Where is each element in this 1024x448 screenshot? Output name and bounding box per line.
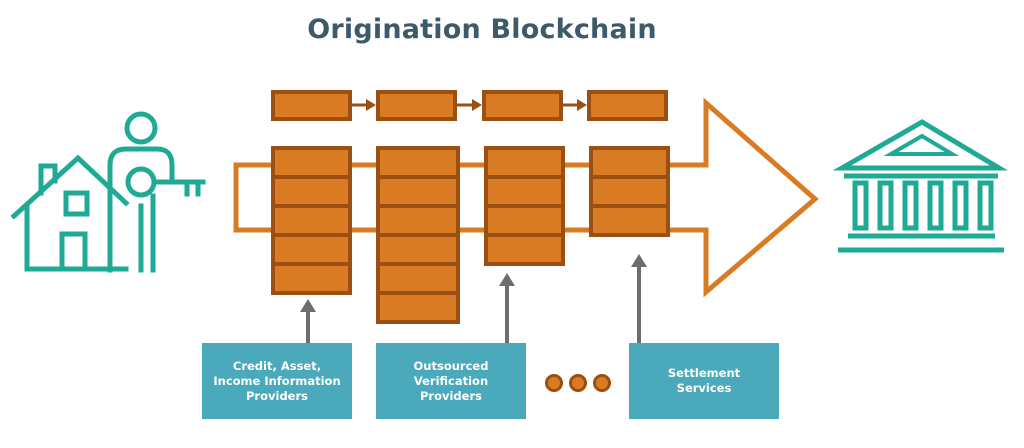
bank-building-icon <box>832 119 1009 253</box>
connector-arrow-2 <box>499 273 515 343</box>
connector-arrow-3 <box>631 254 647 343</box>
homeowner-with-key-icon <box>10 111 206 273</box>
chain-link-arrow <box>457 99 482 111</box>
provider-credit-asset-income: Credit, Asset, Income Information Provid… <box>202 343 352 419</box>
top-block-chain <box>271 90 668 121</box>
connector-arrow-1 <box>300 299 316 343</box>
ellipsis-dots-icon <box>545 374 611 392</box>
diagram-title: Origination Blockchain <box>307 14 657 45</box>
top-block <box>376 90 457 121</box>
chain-link-arrow <box>563 99 587 111</box>
block-stack-3 <box>484 146 565 266</box>
block-stack-1 <box>271 146 352 295</box>
provider-settlement-services: Settlement Services <box>629 343 779 419</box>
block-stack-2 <box>376 146 460 324</box>
top-block <box>482 90 563 121</box>
block-stack-4 <box>589 146 670 237</box>
chain-link-arrow <box>352 99 376 111</box>
top-block <box>271 90 352 121</box>
top-block <box>587 90 668 121</box>
provider-outsourced-verification: Outsourced Verification Providers <box>376 343 526 419</box>
